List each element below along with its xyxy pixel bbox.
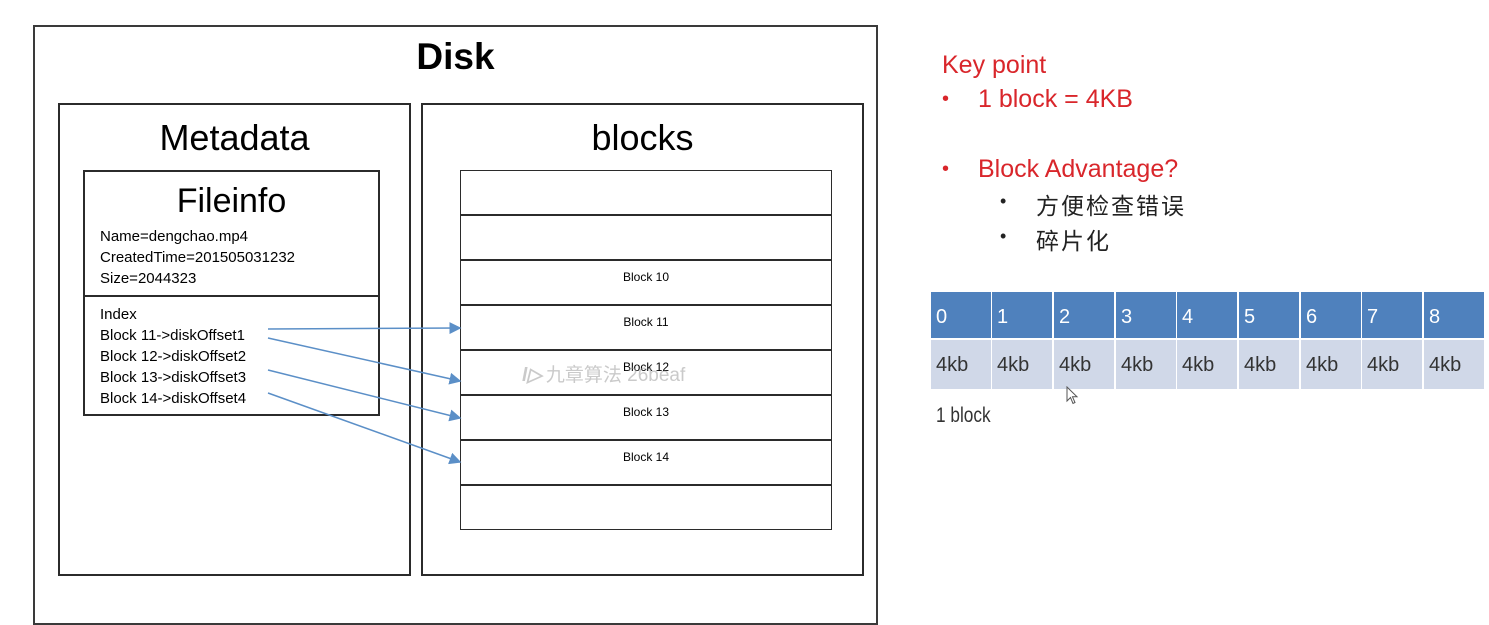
table-header-cell: 5 (1239, 292, 1300, 338)
disk-title: Disk (416, 36, 495, 77)
index-arrows (267, 322, 462, 465)
index-arrow (267, 337, 462, 385)
blocks-title: blocks (591, 117, 694, 158)
table-header-cell: 2 (1054, 292, 1115, 338)
index-entry: Block 13->diskOffset3 (100, 369, 247, 386)
watermark-text: 九章算法 26beaf (545, 365, 686, 386)
block-label: Block 12 (622, 360, 670, 374)
index-entry: Block 14->diskOffset4 (100, 390, 247, 407)
block-row: Block 12 (460, 350, 832, 395)
cursor-icon (1066, 386, 1079, 405)
key-point-item: 1 block = 4KB (978, 85, 1133, 113)
block-label: Block 13 (622, 405, 670, 419)
key-point-item: Block Advantage? (978, 155, 1179, 183)
fileinfo-size: Size=2044323 (100, 270, 197, 287)
table-header-cell: 6 (1301, 292, 1362, 338)
block-row: Block 10 (460, 260, 832, 305)
fileinfo-box: Fileinfo Name=dengchao.mp4 CreatedTime=2… (83, 170, 380, 416)
table-cell: 4kb (931, 340, 992, 389)
block-row: Block 11 (460, 305, 832, 350)
table-cell: 4kb (1424, 340, 1485, 389)
block-label: Block 11 (623, 315, 669, 329)
block-row (460, 485, 832, 530)
table-header-cell: 0 (931, 292, 992, 338)
key-point-subitem: 方便检查错误 (1036, 194, 1186, 220)
fileinfo-created-time: CreatedTime=201505031232 (100, 249, 296, 266)
watermark: l▷九章算法 26beaf (522, 360, 685, 387)
block-row (460, 215, 832, 260)
table-header-cell: 8 (1424, 292, 1485, 338)
table-cell: 4kb (1177, 340, 1238, 389)
index-arrow (267, 369, 462, 422)
block-row: Block 14 (460, 440, 832, 485)
table-header-cell: 4 (1177, 292, 1238, 338)
table-cell: 4kb (1116, 340, 1177, 389)
fileinfo-divider (85, 295, 378, 297)
index-arrow (267, 322, 462, 335)
index-entry: Block 11->diskOffset1 (100, 327, 245, 344)
bullet-icon: • (942, 158, 950, 180)
watermark-logo: l▷ (522, 365, 542, 386)
table-cell: 4kb (1362, 340, 1423, 389)
block-row: Block 13 (460, 395, 832, 440)
table-cell: 4kb (1239, 340, 1300, 389)
metadata-title: Metadata (159, 117, 310, 158)
block-row (460, 170, 832, 215)
table-cell: 4kb (1301, 340, 1362, 389)
table-header-cell: 3 (1116, 292, 1177, 338)
bullet-icon: • (942, 88, 950, 110)
fileinfo-title: Fileinfo (176, 182, 287, 220)
bullet-icon: • (1000, 226, 1007, 246)
block-size-table: 0 1 2 3 4 5 6 7 8 4kb 4kb 4kb 4kb 4kb 4k… (931, 292, 1486, 389)
table-cell: 4kb (992, 340, 1053, 389)
block-label: Block 14 (622, 450, 670, 464)
bullet-icon: • (1000, 191, 1007, 211)
fileinfo-name: Name=dengchao.mp4 (100, 228, 249, 245)
block-label: Block 10 (622, 270, 670, 284)
index-entry: Block 12->diskOffset2 (100, 348, 247, 365)
table-cell: 4kb (1054, 340, 1115, 389)
index-arrow (267, 392, 462, 465)
key-point-subitem: 碎片化 (1036, 229, 1111, 255)
table-header-cell: 7 (1362, 292, 1423, 338)
index-title: Index (100, 306, 137, 323)
table-caption: 1 block (936, 404, 991, 427)
table-header-cell: 1 (992, 292, 1053, 338)
key-point-title: Key point (942, 51, 1047, 79)
